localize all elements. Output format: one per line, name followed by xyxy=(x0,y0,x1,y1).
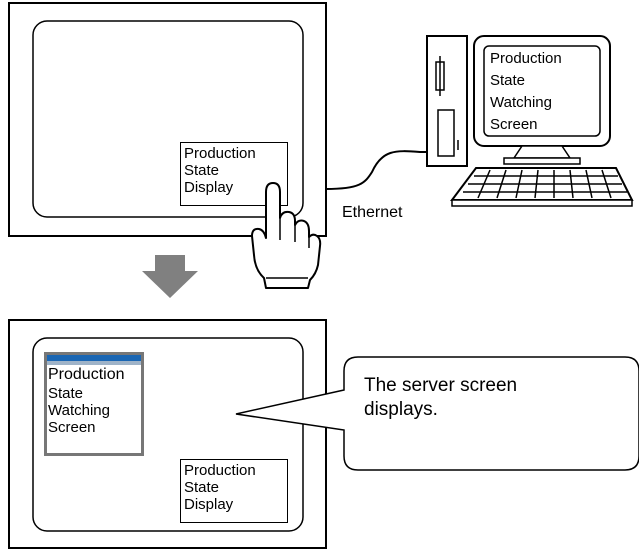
ethernet-label: Ethernet xyxy=(342,204,403,221)
down-arrow-icon xyxy=(142,255,198,298)
server-window-line2: State xyxy=(48,385,84,402)
callout-line1: The server screen xyxy=(364,375,518,396)
bottom-display-button-line3: Display xyxy=(184,496,234,513)
top-display-button-line3: Display xyxy=(184,179,234,196)
monitor-icon xyxy=(473,35,611,165)
monitor-line3: Watching xyxy=(490,94,552,111)
keyboard-icon xyxy=(450,167,634,207)
server-window-line1: Production xyxy=(48,366,125,383)
server-window-line4: Screen xyxy=(48,419,96,436)
monitor-line4: Screen xyxy=(490,116,538,133)
monitor-line2: State xyxy=(490,72,526,89)
callout-line2: displays. xyxy=(364,399,438,420)
window-title-bar-shade xyxy=(47,361,141,365)
top-display-button-line2: State xyxy=(184,162,220,179)
bottom-display-button[interactable]: Production State Display xyxy=(180,459,288,523)
monitor-line1: Production xyxy=(490,50,562,67)
ethernet-cable xyxy=(325,150,436,190)
top-display-button[interactable]: Production State Display xyxy=(180,142,288,206)
window-title-bar xyxy=(47,355,141,361)
bottom-display-button-line1: Production xyxy=(184,462,256,479)
bottom-display-button-line2: State xyxy=(184,479,220,496)
callout-bubble xyxy=(235,356,639,471)
pc-tower-icon xyxy=(426,35,468,167)
server-screen-window[interactable]: Production State Watching Screen xyxy=(44,352,144,456)
server-window-line3: Watching xyxy=(48,402,110,419)
top-display-button-line1: Production xyxy=(184,145,256,162)
